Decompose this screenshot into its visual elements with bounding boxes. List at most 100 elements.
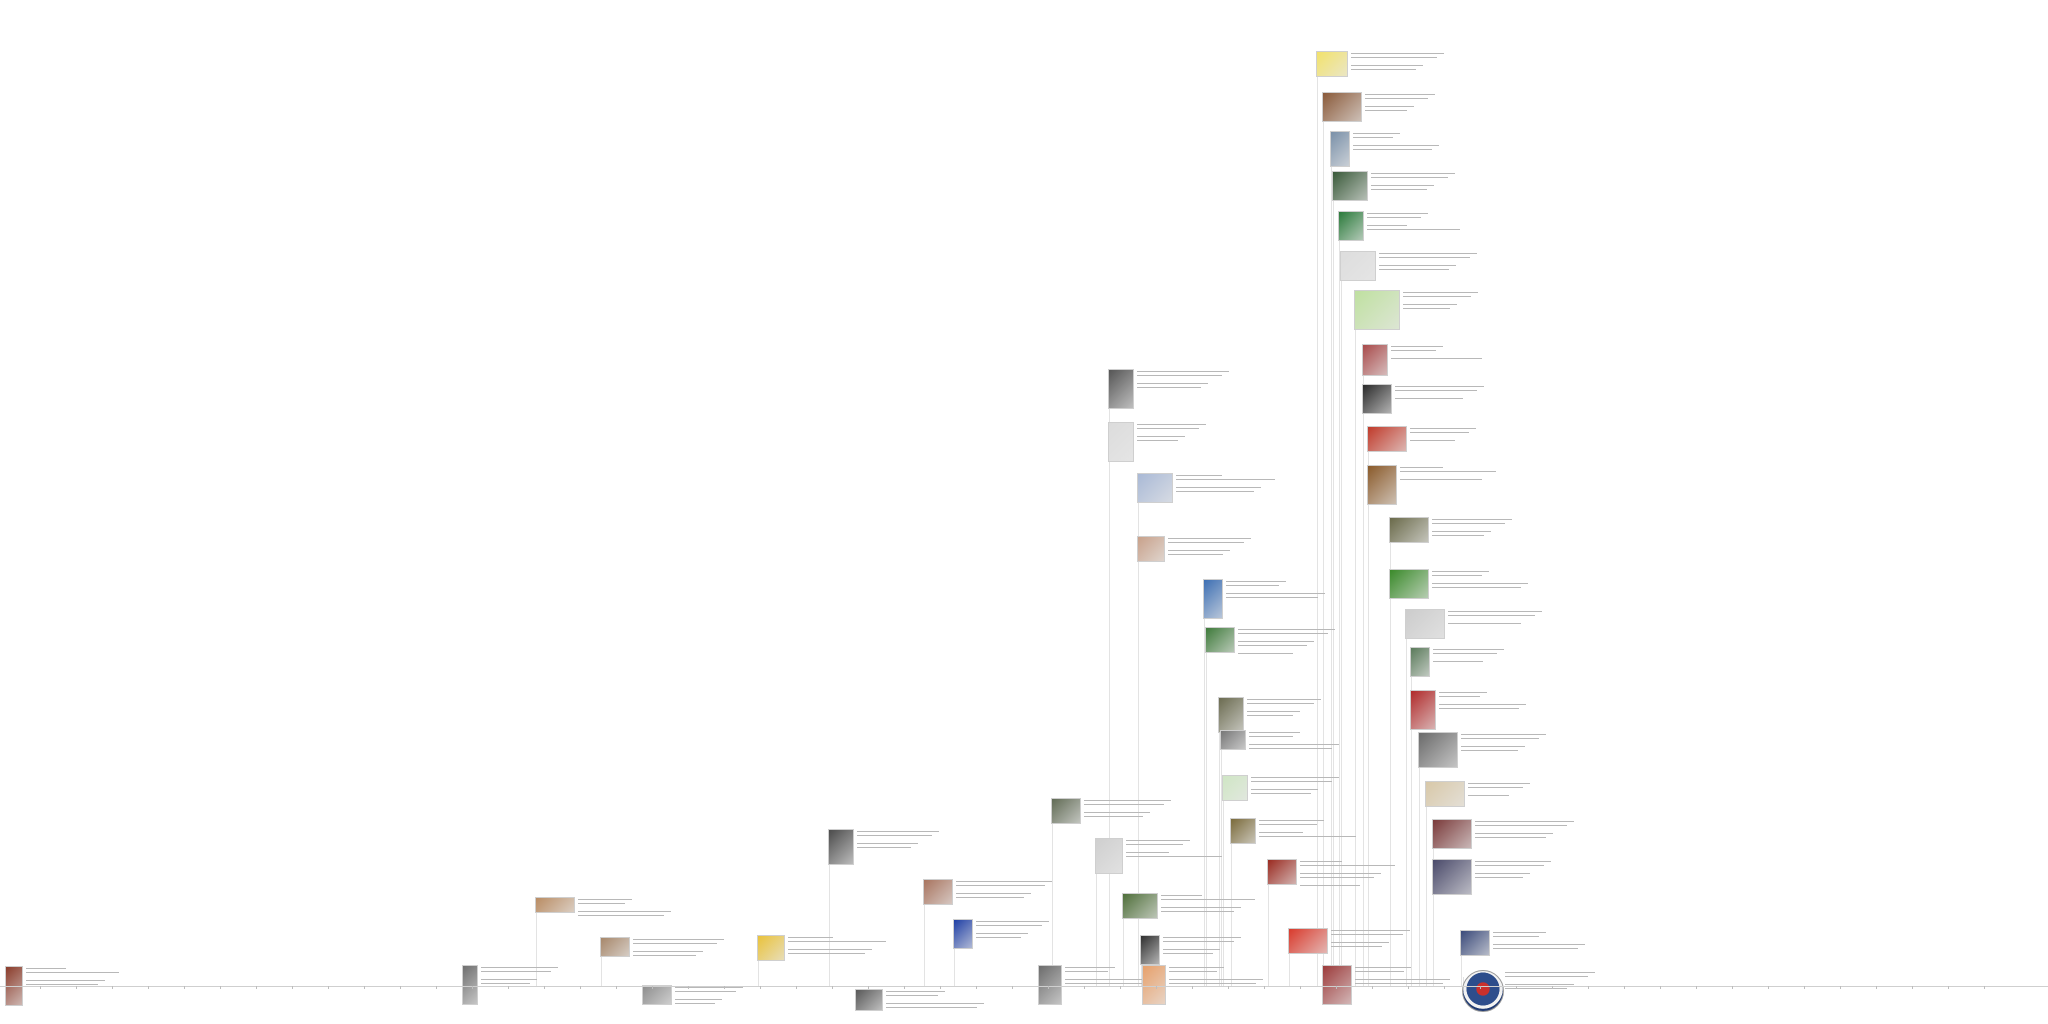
event-image[interactable] <box>1108 422 1134 462</box>
event-description <box>1410 428 1476 444</box>
event-description <box>1395 386 1484 402</box>
event-image[interactable] <box>1340 251 1376 281</box>
event-image[interactable] <box>953 919 973 949</box>
event-description <box>1249 732 1346 752</box>
event-image[interactable] <box>757 935 785 961</box>
event-connector-line <box>829 836 830 987</box>
event-description <box>976 921 1074 945</box>
event-connector-line <box>1355 297 1356 987</box>
event-image[interactable] <box>1122 893 1158 919</box>
event-connector-line <box>1426 788 1427 987</box>
event-image[interactable] <box>1418 732 1458 768</box>
event-image[interactable] <box>1220 730 1246 750</box>
axis-tick <box>76 986 77 989</box>
event-image[interactable] <box>535 897 575 913</box>
event-connector-line <box>1333 178 1334 987</box>
event-image[interactable] <box>1332 171 1368 201</box>
event-connector-line <box>1223 782 1224 987</box>
event-image[interactable] <box>1267 859 1297 885</box>
emblem-image[interactable] <box>1462 970 1504 1012</box>
event-image[interactable] <box>1432 859 1472 895</box>
event-image[interactable] <box>1108 369 1134 409</box>
event-image[interactable] <box>1338 211 1364 241</box>
event-image[interactable] <box>1218 697 1244 733</box>
event-connector-line <box>1433 866 1434 987</box>
event-image[interactable] <box>923 879 953 905</box>
event-connector-line <box>1109 429 1110 987</box>
axis-tick <box>1516 986 1517 989</box>
event-image[interactable] <box>1051 798 1081 824</box>
event-connector-line <box>1052 805 1053 987</box>
event-description <box>1353 133 1446 157</box>
axis-tick <box>616 986 617 989</box>
axis-tick <box>1264 986 1265 989</box>
axis-tick <box>1228 986 1229 989</box>
event-image[interactable] <box>855 989 883 1011</box>
event-image[interactable] <box>1330 131 1350 167</box>
axis-tick <box>1840 986 1841 989</box>
event-image[interactable] <box>1367 465 1397 505</box>
event-image[interactable] <box>1222 775 1248 801</box>
event-image[interactable] <box>1405 609 1445 639</box>
event-image[interactable] <box>1460 930 1490 956</box>
event-image[interactable] <box>1322 965 1352 1005</box>
event-image[interactable] <box>1410 690 1436 730</box>
event-image[interactable] <box>1316 51 1348 77</box>
event-image[interactable] <box>1038 965 1062 1005</box>
axis-tick <box>1804 986 1805 989</box>
axis-tick <box>1660 986 1661 989</box>
event-image[interactable] <box>1389 569 1429 599</box>
event-connector-line <box>1138 543 1139 987</box>
event-image[interactable] <box>1425 781 1465 807</box>
axis-tick <box>184 986 185 989</box>
event-image[interactable] <box>1140 935 1160 965</box>
event-image[interactable] <box>1362 344 1388 376</box>
event-image[interactable] <box>1367 426 1407 452</box>
event-image[interactable] <box>642 985 672 1005</box>
event-image[interactable] <box>1205 627 1235 653</box>
event-connector-line <box>1331 138 1332 987</box>
axis-tick <box>1444 986 1445 989</box>
event-connector-line <box>1231 825 1232 987</box>
axis-tick <box>1984 986 1985 989</box>
event-connector-line <box>1323 99 1324 987</box>
axis-tick <box>508 986 509 989</box>
axis-tick <box>904 986 905 989</box>
event-description <box>1433 649 1504 665</box>
event-image[interactable] <box>1230 818 1256 844</box>
event-image[interactable] <box>1432 819 1472 849</box>
event-image[interactable] <box>1095 838 1123 874</box>
event-description <box>1432 519 1512 543</box>
event-image[interactable] <box>600 937 630 957</box>
axis-tick <box>976 986 977 989</box>
axis-tick <box>1588 986 1589 989</box>
event-image[interactable] <box>462 965 478 1005</box>
event-connector-line <box>601 944 602 987</box>
event-connector-line <box>1219 704 1220 987</box>
event-description <box>1084 800 1171 820</box>
event-image[interactable] <box>1288 928 1328 954</box>
event-connector-line <box>1341 258 1342 987</box>
event-image[interactable] <box>1354 290 1400 330</box>
event-image[interactable] <box>1389 517 1429 543</box>
axis-tick <box>724 986 725 989</box>
event-image[interactable] <box>1142 965 1166 1005</box>
event-description <box>1505 972 1595 992</box>
event-connector-line <box>954 926 955 987</box>
event-image[interactable] <box>828 829 854 865</box>
event-image[interactable] <box>1203 579 1223 619</box>
event-image[interactable] <box>1137 536 1165 562</box>
event-description <box>1176 475 1275 499</box>
event-connector-line <box>1368 472 1369 987</box>
event-description <box>1065 967 1161 987</box>
event-description <box>1400 467 1496 483</box>
event-description <box>1367 213 1460 233</box>
event-description <box>1475 821 1574 841</box>
event-image[interactable] <box>1410 647 1430 677</box>
event-image[interactable] <box>1322 92 1362 122</box>
event-image[interactable] <box>1362 384 1392 414</box>
event-description <box>1403 292 1478 316</box>
event-connector-line <box>758 942 759 987</box>
event-image[interactable] <box>1137 473 1173 503</box>
